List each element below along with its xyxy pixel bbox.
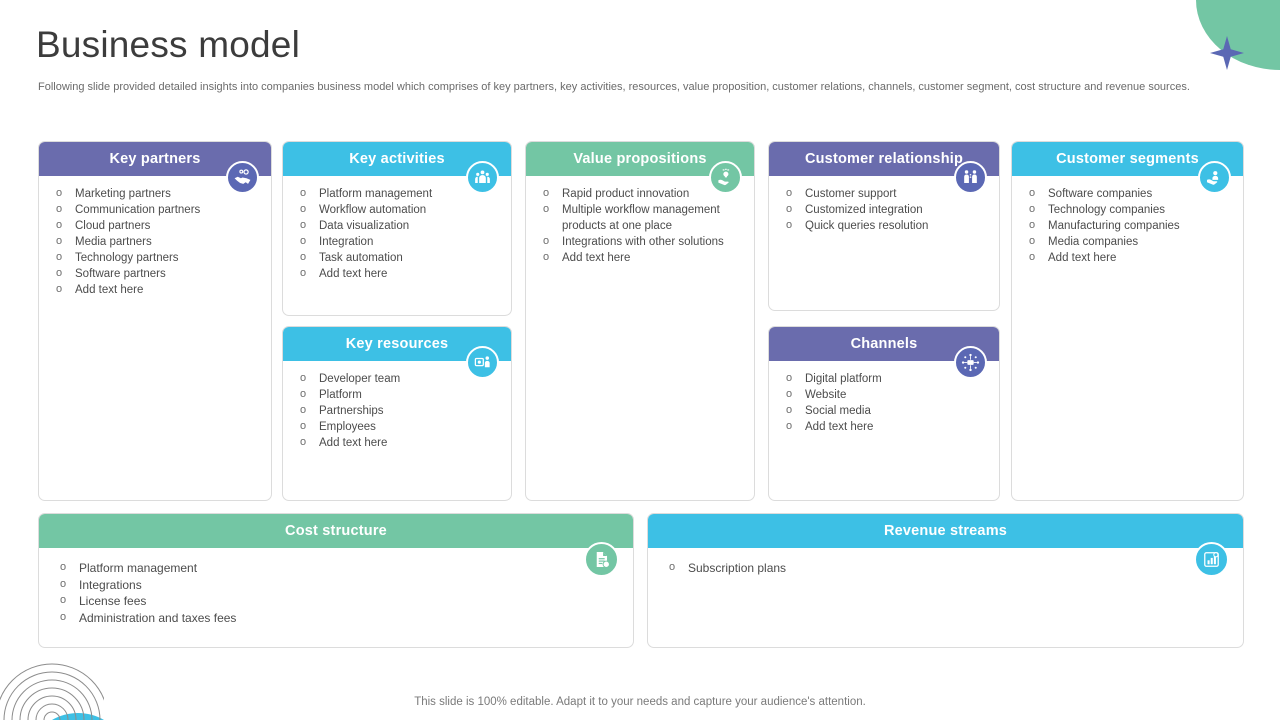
list-item: Communication partners bbox=[53, 201, 263, 218]
list-item: Integration bbox=[297, 233, 503, 250]
column-customer-segments: Customer segments Software companies Tec… bbox=[1011, 141, 1244, 501]
bottom-row: Cost structure Platform management Integ… bbox=[38, 513, 1244, 648]
list-item: Add text here bbox=[783, 418, 991, 435]
list-item: Platform management bbox=[297, 185, 503, 202]
list-key-resources: Developer team Platform Partnerships Emp… bbox=[297, 370, 503, 451]
list-item: Subscription plans bbox=[666, 559, 1235, 577]
list-cost-structure: Platform management Integrations License… bbox=[57, 559, 625, 627]
card-title-cost-structure: Cost structure bbox=[39, 514, 633, 548]
card-body-channels: Digital platform Website Social media Ad… bbox=[769, 361, 999, 447]
footer-note: This slide is 100% editable. Adapt it to… bbox=[414, 696, 866, 708]
card-customer-relationship[interactable]: Customer relationship Customer support C… bbox=[768, 141, 1000, 311]
card-channels[interactable]: Channels Digital platform Website Social… bbox=[768, 326, 1000, 501]
list-item: Social media bbox=[783, 402, 991, 419]
list-item: Data visualization bbox=[297, 217, 503, 234]
list-key-activities: Platform management Workflow automation … bbox=[297, 185, 503, 282]
list-item: Media companies bbox=[1026, 233, 1235, 250]
column-customer-relationship: Customer relationship Customer support C… bbox=[768, 141, 1000, 501]
list-item: Technology companies bbox=[1026, 201, 1235, 218]
list-item: Multiple workflow management products at… bbox=[540, 201, 746, 234]
list-item: Software partners bbox=[53, 265, 263, 282]
list-item: Customer support bbox=[783, 185, 991, 202]
list-customer-segments: Software companies Technology companies … bbox=[1026, 185, 1235, 266]
list-item: Quick queries resolution bbox=[783, 217, 991, 234]
decoration-green-corner bbox=[1196, 0, 1280, 70]
card-body-customer-relationship: Customer support Customized integration … bbox=[769, 176, 999, 246]
list-value-propositions: Rapid product innovation Multiple workfl… bbox=[540, 185, 746, 266]
list-item: Add text here bbox=[297, 434, 503, 451]
card-body-key-activities: Platform management Workflow automation … bbox=[283, 176, 511, 294]
list-item: License fees bbox=[57, 592, 625, 610]
list-item: Developer team bbox=[297, 370, 503, 387]
page-subtitle: Following slide provided detailed insigh… bbox=[38, 81, 1190, 93]
list-item: Integrations bbox=[57, 576, 625, 594]
list-item: Media partners bbox=[53, 233, 263, 250]
list-item: Website bbox=[783, 386, 991, 403]
decoration-concentric-circles bbox=[0, 658, 104, 720]
card-body-value-propositions: Rapid product innovation Multiple workfl… bbox=[526, 176, 754, 278]
list-item: Administration and taxes fees bbox=[57, 609, 625, 627]
list-item: Partnerships bbox=[297, 402, 503, 419]
column-value-propositions: Value propositions Rapid product innovat… bbox=[525, 141, 755, 501]
card-body-revenue-streams: Subscription plans bbox=[648, 548, 1243, 589]
list-item: Marketing partners bbox=[53, 185, 263, 202]
list-customer-relationship: Customer support Customized integration … bbox=[783, 185, 991, 234]
card-customer-segments[interactable]: Customer segments Software companies Tec… bbox=[1011, 141, 1244, 501]
card-body-key-partners: Marketing partners Communication partner… bbox=[39, 176, 271, 310]
column-key-partners: Key partners Marketing partners Communic… bbox=[38, 141, 272, 501]
list-item: Technology partners bbox=[53, 249, 263, 266]
card-body-cost-structure: Platform management Integrations License… bbox=[39, 548, 633, 638]
list-item: Add text here bbox=[540, 249, 746, 266]
card-cost-structure[interactable]: Cost structure Platform management Integ… bbox=[38, 513, 634, 648]
list-item: Add text here bbox=[1026, 249, 1235, 266]
list-item: Cloud partners bbox=[53, 217, 263, 234]
list-item: Integrations with other solutions bbox=[540, 233, 746, 250]
list-item: Platform management bbox=[57, 559, 625, 577]
list-item: Customized integration bbox=[783, 201, 991, 218]
card-title-key-partners: Key partners bbox=[39, 142, 271, 176]
list-revenue-streams: Subscription plans bbox=[666, 559, 1235, 577]
card-body-key-resources: Developer team Platform Partnerships Emp… bbox=[283, 361, 511, 463]
card-key-resources[interactable]: Key resources Developer team Platform Pa… bbox=[282, 326, 512, 501]
business-model-grid: Key partners Marketing partners Communic… bbox=[38, 141, 1244, 501]
card-value-propositions[interactable]: Value propositions Rapid product innovat… bbox=[525, 141, 755, 501]
stack-channels: Channels Digital platform Website Social… bbox=[768, 326, 1000, 501]
card-key-activities[interactable]: Key activities Platform management Workf… bbox=[282, 141, 512, 316]
card-key-partners[interactable]: Key partners Marketing partners Communic… bbox=[38, 141, 272, 501]
page-title: Business model bbox=[36, 24, 300, 65]
column-key-activities: Key activities Platform management Workf… bbox=[282, 141, 512, 501]
card-revenue-streams[interactable]: Revenue streams Subscription plans bbox=[647, 513, 1244, 648]
card-body-customer-segments: Software companies Technology companies … bbox=[1012, 176, 1243, 278]
list-channels: Digital platform Website Social media Ad… bbox=[783, 370, 991, 435]
list-item: Task automation bbox=[297, 249, 503, 266]
list-item: Digital platform bbox=[783, 370, 991, 387]
list-key-partners: Marketing partners Communication partner… bbox=[53, 185, 263, 298]
list-item: Software companies bbox=[1026, 185, 1235, 202]
list-item: Platform bbox=[297, 386, 503, 403]
list-item: Add text here bbox=[53, 281, 263, 298]
stack-key-resources: Key resources Developer team Platform Pa… bbox=[282, 326, 512, 501]
list-item: Rapid product innovation bbox=[540, 185, 746, 202]
list-item: Manufacturing companies bbox=[1026, 217, 1235, 234]
card-title-revenue-streams: Revenue streams bbox=[648, 514, 1243, 548]
list-item: Add text here bbox=[297, 265, 503, 282]
list-item: Workflow automation bbox=[297, 201, 503, 218]
list-item: Employees bbox=[297, 418, 503, 435]
